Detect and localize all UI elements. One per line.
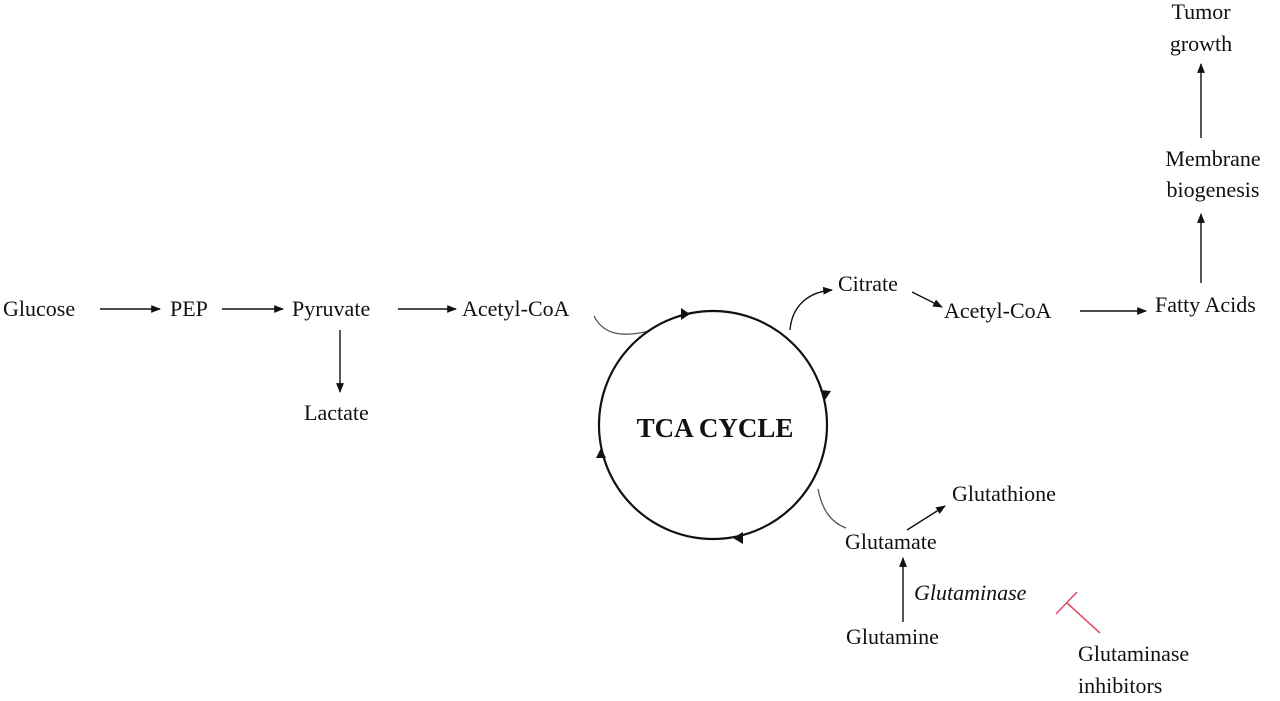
cycle-arrow-left: [596, 448, 606, 458]
node-glutaminase-inhibitors-line1: Glutaminase: [1078, 641, 1189, 666]
cycle-arrow-bottom: [733, 532, 743, 544]
cycle-direction-arrows: [596, 308, 831, 544]
node-glutamate: Glutamate: [845, 529, 937, 554]
node-lactate: Lactate: [304, 400, 369, 425]
edge-glutamate-to-glutathione: [906, 505, 946, 531]
node-citrate: Citrate: [838, 271, 898, 296]
node-tumor-growth-line2: growth: [1170, 31, 1232, 56]
tca-cycle-ring: [597, 309, 829, 541]
cycle-arrow-right: [820, 390, 831, 400]
node-pep: PEP: [170, 296, 208, 321]
node-acetyl-coa-left: Acetyl-CoA: [462, 296, 570, 321]
edge-acetyl-coa-into-cycle: [593, 315, 651, 335]
tca-cycle-label: TCA CYCLE: [637, 413, 794, 443]
node-glucose: Glucose: [3, 296, 75, 321]
edge-glutamate-into-cycle: [817, 488, 847, 529]
node-glutaminase-inhibitors-line2: inhibitors: [1078, 673, 1162, 698]
inhibition-glutaminase: [1055, 591, 1101, 634]
node-membrane-biogenesis-line2: biogenesis: [1167, 177, 1260, 202]
node-acetyl-coa-right: Acetyl-CoA: [944, 298, 1052, 323]
node-fatty-acids: Fatty Acids: [1155, 292, 1256, 317]
edge-citrate-to-acetyl-coa: [911, 291, 943, 308]
node-membrane-biogenesis-line1: Membrane: [1165, 146, 1260, 171]
enzyme-glutaminase: Glutaminase: [914, 580, 1027, 605]
node-glutathione: Glutathione: [952, 481, 1056, 506]
node-pyruvate: Pyruvate: [292, 296, 370, 321]
inhibition-bar: [1055, 591, 1078, 615]
node-glutamine: Glutamine: [846, 624, 939, 649]
cycle-arrow-top: [681, 308, 690, 320]
node-tumor-growth-line1: Tumor: [1171, 0, 1231, 24]
inhibition-stem: [1066, 602, 1101, 634]
edge-cycle-to-citrate: [789, 286, 833, 331]
